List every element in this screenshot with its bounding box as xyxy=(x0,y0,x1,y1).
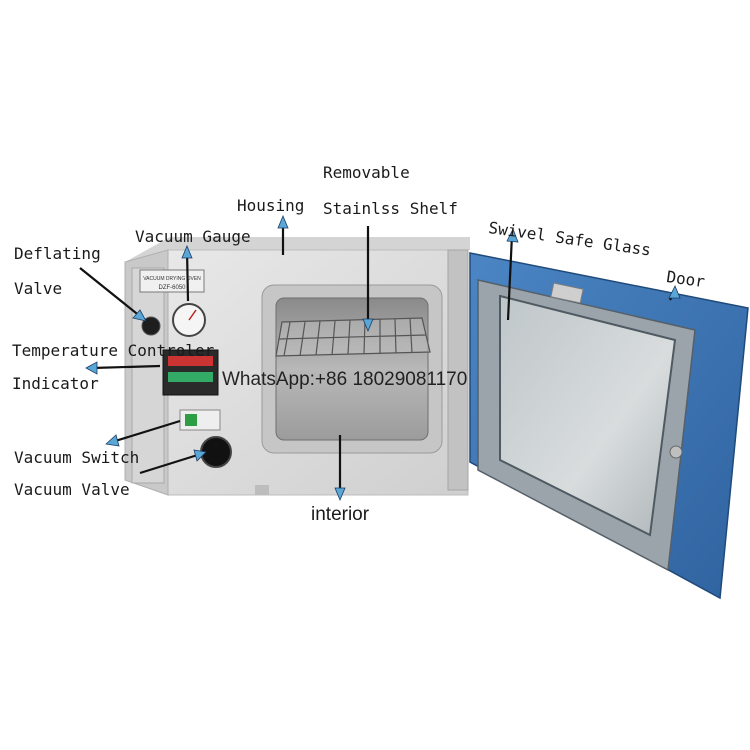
door-latch xyxy=(550,282,584,304)
chamber-interior xyxy=(275,297,429,441)
control-panel xyxy=(131,267,165,484)
head-vacuum-gauge xyxy=(181,244,193,259)
label-removable-line2: Stainlss Shelf xyxy=(323,199,458,218)
label-vacuum-valve: Vacuum Valve xyxy=(14,480,130,499)
watermark-whatsapp: WhatsApp:+86 18029081170 xyxy=(222,369,467,390)
label-deflating-line1: Deflating xyxy=(14,244,101,263)
gauge-needle xyxy=(188,309,197,321)
arrow-deflating-valve xyxy=(79,267,147,322)
temp-readout-2 xyxy=(168,372,213,382)
panel-model-text: DZF-6050 xyxy=(158,285,186,291)
head-vacuum-switch xyxy=(105,434,120,447)
head-deflating xyxy=(132,309,147,322)
arrow-temperature xyxy=(91,364,161,370)
label-vacuum-switch: Vacuum Switch xyxy=(14,448,140,467)
safe-glass xyxy=(499,294,677,537)
hinge-strip xyxy=(447,249,469,491)
head-housing xyxy=(277,214,289,229)
door-handle-knob xyxy=(669,445,683,459)
label-temperature-line2: Indicator xyxy=(12,374,99,393)
temp-readout-1 xyxy=(168,356,213,366)
annotation-arrowheads xyxy=(85,214,681,502)
panel-brand-text: VACUUM DRYING OVEN xyxy=(143,276,201,282)
head-interior xyxy=(334,487,346,502)
arrow-swivel-glass xyxy=(506,234,514,321)
vacuum-switch xyxy=(185,414,197,426)
head-vacuum-valve xyxy=(193,449,207,462)
label-housing: Housing xyxy=(237,196,305,215)
head-swivel-glass xyxy=(506,228,519,243)
label-removable-line1: Removable xyxy=(323,163,410,182)
housing-foot xyxy=(255,485,269,495)
label-vacuum-gauge: Vacuum Gauge xyxy=(135,227,251,246)
arrow-vacuum-switch xyxy=(111,419,181,444)
head-temperature xyxy=(85,361,98,375)
arrow-vacuum-gauge xyxy=(185,249,190,302)
label-deflating-line2: Valve xyxy=(14,279,63,298)
head-door xyxy=(668,285,681,299)
head-removable xyxy=(362,318,374,333)
stainless-shelf xyxy=(275,317,431,357)
label-temperature-line1: Temperature Controler xyxy=(12,341,215,360)
arrow-vacuum-valve xyxy=(139,451,205,475)
label-interior: interior xyxy=(311,504,370,525)
